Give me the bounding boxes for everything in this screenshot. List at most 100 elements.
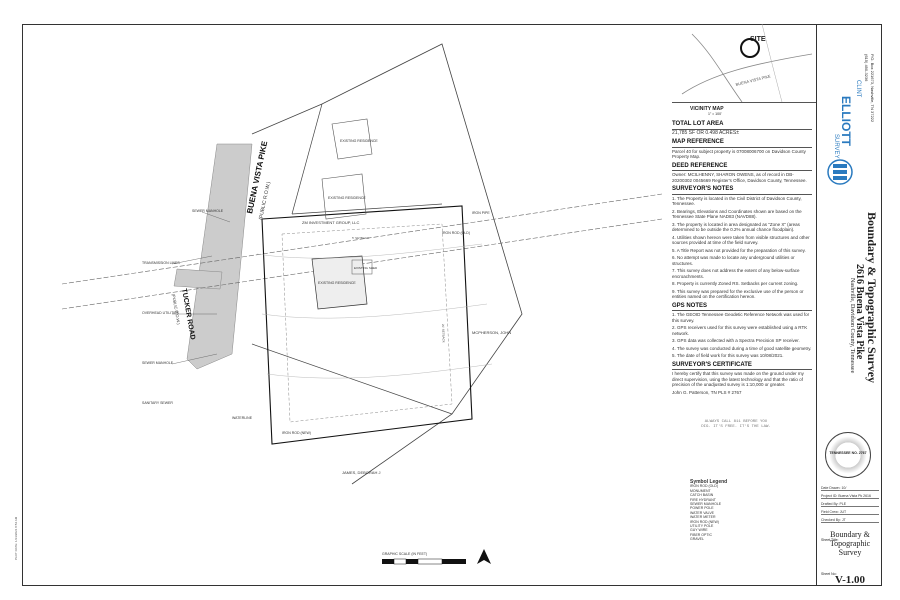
drawing-sheet-border <box>22 24 882 586</box>
contour-2 <box>261 303 488 319</box>
title-block-row: Project ID: Buena Vista Pk 2616 <box>821 494 879 499</box>
company-phone: (615) 490-3236 <box>864 54 869 82</box>
certificate-text: I hereby certify that this survey was ma… <box>672 371 804 387</box>
road-main-sub-label: (PUBLIC R.O.W.) <box>258 181 272 221</box>
certificate-signature: John G. Patterson, TN PLS # 2767 <box>672 389 742 395</box>
setback-line <box>281 223 453 423</box>
vicinity-map: BUENA VISTA PIKE <box>672 23 816 103</box>
gps-notes-heading: GPS NOTES <box>672 303 812 311</box>
legend-title: Symbol Legend <box>690 479 728 485</box>
legend-item: UTILITY POLE <box>690 524 714 529</box>
surveyor-note: 7. This survey does not address the exte… <box>672 268 800 279</box>
legend-item: CATCH BASIN <box>690 493 714 498</box>
legend-item: GUY WIRE <box>690 528 708 533</box>
label-sewer-manhole-2: SEWER MANHOLE <box>142 361 174 365</box>
adjoiner-line-south <box>251 343 453 415</box>
project-title: Boundary & Topographic Survey <box>865 212 879 384</box>
deed-reference-heading: DEED REFERENCE <box>672 163 812 171</box>
legend-item: IRON ROD (NEW) <box>690 519 719 524</box>
company-suffix: SURVEY <box>833 134 839 159</box>
legend-item: WATER VALVE <box>690 510 714 515</box>
leader-1 <box>201 211 231 223</box>
surveyor-note: 3. The property is located in area desig… <box>672 221 800 233</box>
company-address: P.O. Box 221673, Nashville, TN 37222 <box>870 54 875 123</box>
contour-1 <box>256 243 483 259</box>
existing-residence-1 <box>331 118 373 160</box>
sheet-number-label: Sheet No: <box>821 572 837 576</box>
plot-info: PLOT DATE: 1/13/2021 8:54 AM <box>14 516 18 560</box>
structure-1-label: EXISTING RESIDENCE <box>340 139 378 143</box>
leader-2 <box>171 255 213 265</box>
vicinity-map-drawing: BUENA VISTA PIKE <box>681 23 813 103</box>
total-lot-area-heading: TOTAL LOT AREA <box>672 121 812 130</box>
adjoiner-north-label: ZM INVESTMENT GROUP, LLC <box>302 220 360 225</box>
surveyor-notes-heading: SURVEYOR'S NOTES <box>672 186 812 195</box>
vicinity-map-scale: 1" = 100' <box>708 112 722 116</box>
label-iron-rod-new: IRON ROD (NEW) <box>282 431 311 435</box>
gps-note: 5. The date of field work for this surve… <box>672 353 784 358</box>
existing-residence-main <box>311 255 368 310</box>
gps-note: 2. GPS receivers used for this survey we… <box>672 325 808 336</box>
label-20-setback: 20' SETBACK <box>441 324 446 343</box>
legend-item: IRON ROD (OLD) <box>690 484 718 489</box>
existing-shed <box>351 259 373 275</box>
logo-icon <box>827 159 853 185</box>
project-address: 2616 Buena Vista Pike <box>854 264 865 360</box>
company-prefix: CLINT <box>855 80 861 98</box>
legend-item: POWER POLE <box>690 506 714 511</box>
adjoiner-line-2 <box>291 203 443 215</box>
deed-reference-text: Owner: MCILHENNY, SHARON OWENS, as of re… <box>672 172 807 183</box>
map-reference-heading: MAP REFERENCE <box>672 139 812 148</box>
label-overhead-utilities: OVERHEAD UTILITIES <box>142 311 180 315</box>
surveyor-note: 4. Utilities shown hereon were taken fro… <box>672 234 810 246</box>
adjoiner-east-label: MCPHERSON, JOHN <box>472 330 511 335</box>
surveyor-note: 9. This survey was prepared for the excl… <box>672 288 804 300</box>
gps-note: 3. GPS data was collected with a Spectra… <box>672 338 800 343</box>
legend-item: GRAVEL <box>690 537 704 542</box>
surveyor-note: 2. Bearings, Elevations and Coordinates … <box>672 208 802 220</box>
shed-label: EXISTING SHED <box>354 266 378 270</box>
contour-3 <box>266 363 493 379</box>
vicinity-map-title: VICINITY MAP <box>690 106 724 112</box>
total-lot-area-value: 21,785 SF OR 0.498 ACRES± <box>672 129 739 136</box>
call-811-notice: ALWAYS CALL 811 BEFORE YOU DIG. IT'S FRE… <box>701 420 771 429</box>
site-marker-icon <box>740 38 760 58</box>
title-block-row: Drafted By: PLE <box>821 502 879 507</box>
adjoiner-boundary <box>251 43 523 485</box>
buena-vista-pike-road <box>186 143 253 370</box>
vicinity-site-label: SITE <box>750 36 766 43</box>
gps-note: 4. The survey was conducted during a tim… <box>672 345 812 351</box>
north-arrow-icon <box>477 549 491 564</box>
surveyor-seal: TENNESSEE NO. 2767 <box>825 432 871 478</box>
label-sewer-manhole-1: SEWER MANHOLE <box>192 209 224 213</box>
project-city: Nashville, Davidson County, Tennessee <box>849 278 855 374</box>
svg-text:BUENA VISTA PIKE: BUENA VISTA PIKE <box>735 73 771 87</box>
label-sanitary-sewer: SANITARY SEWER <box>142 401 173 405</box>
notes-panel: TOTAL LOT AREA 21,785 SF OR 0.498 ACRES±… <box>672 118 812 397</box>
existing-residence-2 <box>321 173 367 220</box>
legend-item: MONUMENT <box>690 488 711 493</box>
surveyor-note: 1. The Property is located in the Civil … <box>672 195 802 207</box>
label-waterline: WATERLINE <box>232 416 253 420</box>
symbol-legend: Symbol Legend IRON ROD (OLD) MONUMENT CA… <box>690 479 728 542</box>
certificate-heading: SURVEYOR'S CERTIFICATE <box>672 362 812 370</box>
adjoiner-line-1 <box>291 103 323 215</box>
title-block-row: Field Crew: JUT <box>821 510 879 515</box>
transmission-line-1 <box>61 193 663 285</box>
sheet-title: Boundary & Topographic Survey <box>829 530 871 557</box>
structure-main-label: EXISTING RESIDENCE <box>318 281 356 285</box>
road-side-sub-label: (PUBLIC R.O.W.) <box>171 293 181 325</box>
legend-item: FIBER OPTIC <box>690 532 712 537</box>
subject-parcel-boundary <box>261 205 473 445</box>
adjoiner-south-label: JAMES, DEBORAH J <box>342 470 380 475</box>
label-iron-rod-old: IRON ROD (OLD) <box>442 231 470 235</box>
gps-note: 1. The GEOID Tennessee Geodetic Referenc… <box>672 312 810 323</box>
surveyor-note: 8. Property is currently Zoned RS. Setba… <box>672 281 799 286</box>
label-5-setback: 5' SETBACK <box>352 236 369 240</box>
graphic-scale-label: GRAPHIC SCALE (IN FEET) <box>382 552 427 556</box>
label-transmission-lines: TRANSMISSION LINES <box>142 261 180 265</box>
legend-item: FIRE HYDRANT <box>690 497 716 502</box>
sheet-title-label: Sheet Title: <box>821 538 839 542</box>
title-block-row: Checked By: JT <box>821 518 879 523</box>
title-block-row: Date Drawn: 10/ <box>821 486 879 491</box>
